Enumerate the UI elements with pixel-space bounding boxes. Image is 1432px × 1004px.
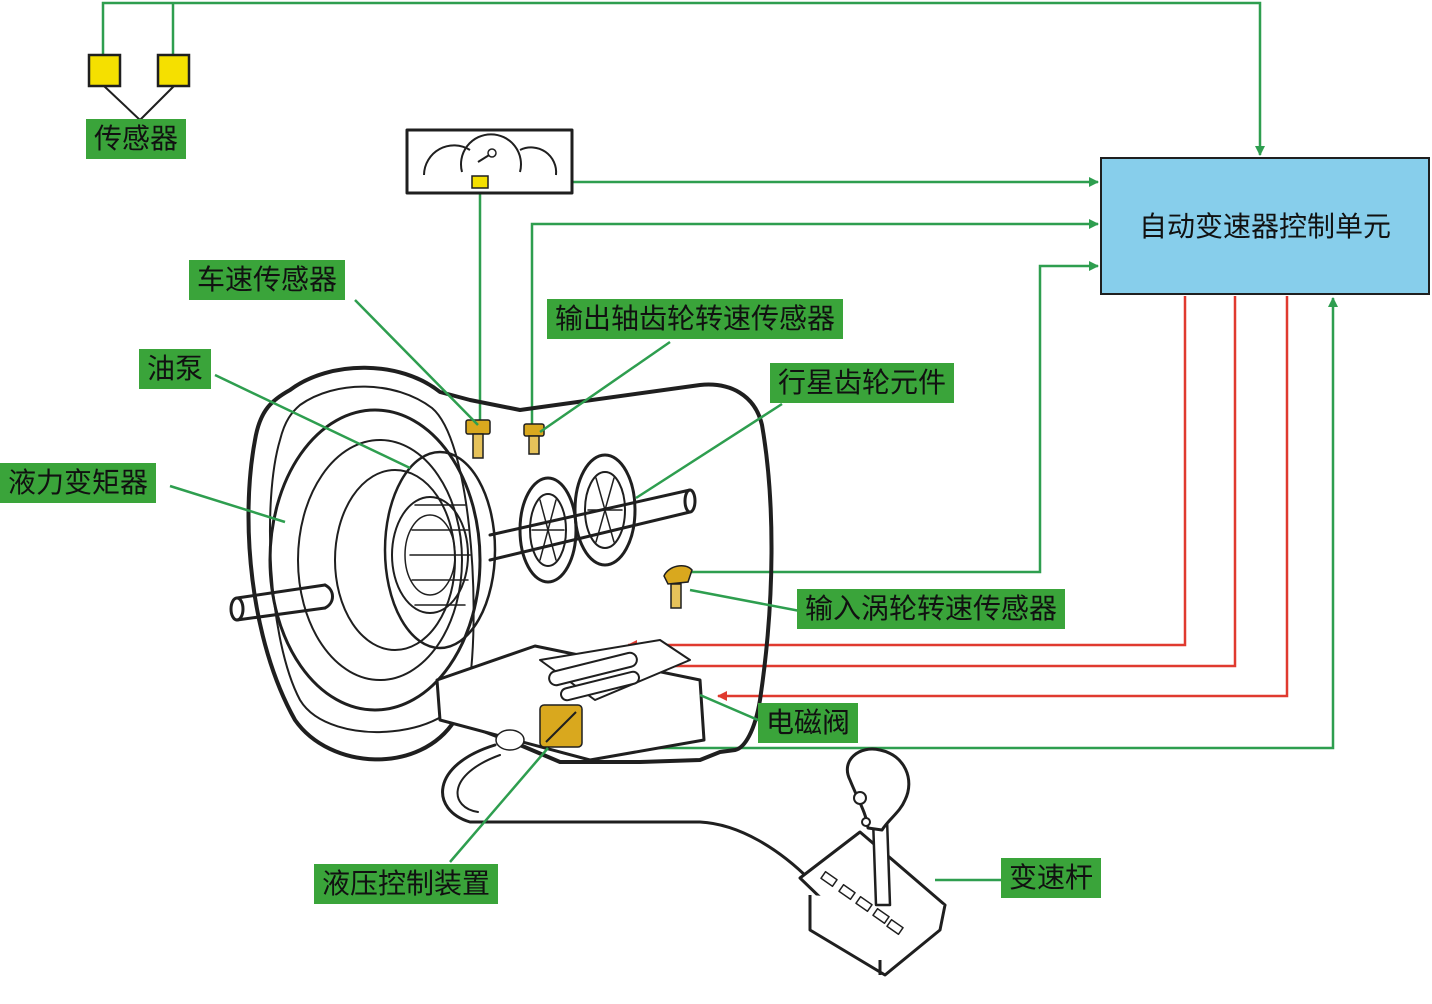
gear-indicator-slots: [820, 870, 904, 936]
label-sensor: 传感器: [86, 119, 187, 159]
solenoid-line-1: [627, 296, 1187, 650]
output-signal-lines: [627, 296, 1289, 701]
label-solenoid-valve: 电磁阀: [758, 703, 859, 743]
leader-torque-converter: [169, 484, 286, 524]
shift-cable: [441, 743, 812, 882]
leader-oil-pump: [214, 373, 411, 470]
leader-hydraulic: [449, 747, 549, 863]
input-turbine-line: [690, 261, 1099, 574]
label-oil-pump: 油泵: [139, 349, 212, 389]
leader-planetary: [635, 402, 783, 500]
label-torque-converter: 液力变矩器: [0, 463, 157, 503]
label-input-turbine-sensor: 输入涡轮转速传感器: [797, 589, 1066, 629]
label-vehicle-speed-sensor: 车速传感器: [189, 260, 346, 300]
solenoid-line-2: [657, 296, 1237, 671]
leader-output-shaft: [539, 340, 671, 434]
instrument-cluster: [405, 128, 574, 195]
input-signal-lines: [101, 1, 1338, 750]
label-hydraulic-control: 液压控制装置: [314, 864, 499, 904]
speed-sensors: [465, 419, 693, 751]
shift-knob: [845, 747, 911, 832]
solenoid-line-3: [717, 296, 1289, 701]
oil-pump-ring: [383, 450, 497, 650]
sensor-pair: [87, 53, 191, 121]
leader-vehicle-speed: [354, 299, 479, 426]
ecu-box: 自动变速器控制单元: [1100, 157, 1430, 295]
shift-lever-illustration: [798, 747, 947, 977]
label-planetary-gear: 行星齿轮元件: [770, 363, 955, 403]
output-shaft-sensor-part: [523, 423, 545, 455]
shift-lever-line: [580, 297, 1338, 750]
leader-input-turbine: [689, 588, 801, 613]
label-output-shaft-sensor: 输出轴齿轮转速传感器: [547, 299, 844, 339]
leader-solenoid: [699, 693, 766, 725]
label-ecu: 自动变速器控制单元: [1138, 210, 1391, 243]
output-shaft-line: [530, 219, 1099, 430]
sensor-block-left: [87, 53, 122, 88]
hydraulic-control-part: [495, 704, 583, 751]
label-leaders: [138, 120, 1003, 882]
transmission-housing: [229, 365, 812, 882]
instrument-sensor: [471, 175, 489, 189]
planetary-gear-2: [573, 453, 637, 567]
sensor-line: [101, 1, 1265, 156]
torque-converter-body: [268, 408, 482, 712]
sensor-block-right: [156, 53, 191, 88]
input-turbine-sensor-part: [663, 564, 693, 609]
label-shift-lever: 变速杆: [1001, 858, 1102, 898]
vehicle-speed-sensor-part: [465, 419, 491, 459]
